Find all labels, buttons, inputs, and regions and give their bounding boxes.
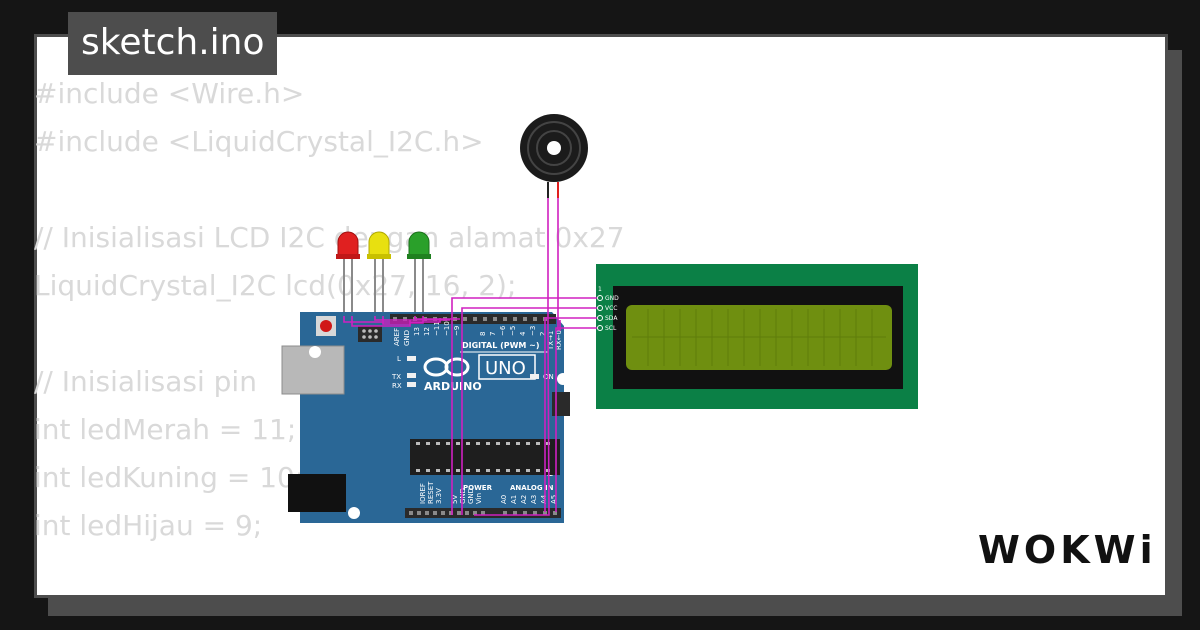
buzzer-hole bbox=[547, 141, 561, 155]
pin-label: ~3 bbox=[529, 326, 537, 336]
code-line: int ledKuning = 10; bbox=[34, 461, 305, 494]
lcd-pin bbox=[597, 315, 603, 321]
code-line: int ledHijau = 9; bbox=[34, 509, 263, 542]
lcd-pin-vcc-label: VCC bbox=[605, 305, 617, 312]
code-line: int ledMerah = 11; bbox=[34, 413, 297, 446]
pin-label: A4 bbox=[540, 494, 548, 504]
wire-buzzer-signal bbox=[557, 198, 561, 331]
pin-label: 3.3V bbox=[435, 488, 443, 504]
lcd-module: 1 GND VCC SDA SCL bbox=[596, 264, 918, 409]
pin-label: A2 bbox=[520, 495, 528, 504]
code-line: #include <LiquidCrystal_I2C.h> bbox=[34, 125, 484, 158]
power-jack bbox=[288, 474, 346, 512]
pin-label: AREF bbox=[393, 328, 401, 346]
pin-label: IOREF bbox=[419, 483, 427, 504]
icsp2-header bbox=[552, 392, 570, 416]
pin-label: ~5 bbox=[509, 326, 517, 336]
uno-label: UNO bbox=[485, 358, 526, 379]
code-line: #include <Wire.h> bbox=[34, 77, 305, 110]
led-red bbox=[336, 231, 360, 316]
mount-hole bbox=[557, 373, 569, 385]
icsp-header bbox=[358, 326, 382, 342]
lcd-pin-gnd-label: GND bbox=[605, 295, 619, 302]
buzzer bbox=[520, 114, 588, 198]
code-line: LiquidCrystal_I2C lcd(0x27, 16, 2); bbox=[34, 269, 517, 302]
wire-led-yellow-gnd bbox=[382, 316, 410, 325]
pin-label: 12 bbox=[423, 327, 431, 336]
lcd-pin bbox=[597, 295, 603, 301]
code-preview: #include <Wire.h> #include <LiquidCrysta… bbox=[34, 70, 625, 550]
digital-label: DIGITAL (PWM ~) bbox=[462, 341, 540, 350]
pin-label: ~6 bbox=[499, 325, 507, 336]
pin-label: ~11 bbox=[433, 321, 441, 336]
pin-label: ~9 bbox=[453, 326, 461, 336]
code-line: // Inisialisasi pin bbox=[34, 365, 257, 398]
pin-label: ~10 bbox=[443, 321, 451, 336]
wire-lcd-sda bbox=[544, 317, 597, 512]
wire-led-yellow bbox=[374, 316, 450, 321]
mount-hole bbox=[309, 346, 321, 358]
wokwi-logo: WOKWi bbox=[978, 528, 1157, 572]
led-green bbox=[407, 231, 431, 316]
pin-label: 5V bbox=[451, 495, 459, 504]
led-label: RX bbox=[392, 382, 402, 390]
wire-buzzer-gnd bbox=[474, 198, 550, 516]
analog-label: ANALOG IN bbox=[510, 484, 554, 492]
pin-label: GND bbox=[403, 330, 411, 346]
pin-label: 13 bbox=[413, 327, 421, 336]
buzzer-ring bbox=[527, 121, 581, 175]
pin-label: RX←0 bbox=[555, 330, 563, 350]
bottom-header-pins bbox=[409, 511, 557, 515]
led-yellow bbox=[367, 231, 391, 316]
pin-label: TX→1 bbox=[547, 331, 555, 351]
pin-label: RESET bbox=[427, 481, 435, 504]
pin-label: GND bbox=[459, 488, 467, 504]
status-led bbox=[407, 356, 416, 361]
status-led bbox=[407, 373, 416, 378]
wire-led-green-gnd bbox=[410, 316, 424, 324]
arduino-wordmark: ARDUINO bbox=[424, 380, 482, 393]
status-led bbox=[530, 374, 539, 379]
lcd-character-grid bbox=[632, 309, 886, 366]
power-pin-labels: IOREF RESET 3.3V 5V GND GND Vin bbox=[419, 481, 483, 504]
arduino-uno-board: AREF GND 13 12 ~11 ~10 ~9 8 7 ~6 ~5 4 ~3… bbox=[281, 312, 570, 523]
digital-pin-labels: AREF GND 13 12 ~11 ~10 ~9 8 7 ~6 ~5 4 ~3… bbox=[393, 321, 563, 351]
mount-hole bbox=[348, 507, 360, 519]
pin-label: 4 bbox=[519, 331, 527, 336]
sketch-filename-tab: sketch.ino bbox=[68, 12, 278, 75]
wire-lcd-scl bbox=[555, 327, 597, 512]
lcd-pin-one-label: 1 bbox=[598, 286, 602, 293]
wire-led-green bbox=[414, 316, 460, 320]
pin-label: A3 bbox=[530, 495, 538, 504]
pin-label: 2 bbox=[539, 332, 547, 336]
pin-label: A1 bbox=[510, 495, 518, 504]
power-label: POWER bbox=[463, 484, 493, 492]
buzzer-ring bbox=[536, 130, 572, 166]
pin-label: 8 bbox=[479, 332, 487, 336]
atmega-chip bbox=[410, 439, 560, 475]
uno-badge bbox=[478, 354, 536, 380]
lcd-pin bbox=[597, 305, 603, 311]
arduino-logo: ARDUINO bbox=[423, 357, 482, 393]
lcd-pin bbox=[597, 325, 603, 331]
reset-button bbox=[320, 320, 332, 332]
status-led bbox=[407, 382, 416, 387]
pin-label: A0 bbox=[500, 495, 508, 504]
wire-lcd-vcc bbox=[461, 307, 597, 515]
led-label: L bbox=[397, 355, 401, 363]
chip-pins bbox=[416, 442, 550, 472]
pin-label: GND bbox=[467, 488, 475, 504]
pin-label: Vin bbox=[475, 493, 483, 504]
wire-lcd-gnd bbox=[451, 297, 597, 515]
pin-label: A5 bbox=[550, 495, 558, 504]
led-label: TX bbox=[391, 373, 401, 381]
wires bbox=[343, 198, 597, 516]
pin-label: 7 bbox=[489, 332, 497, 336]
analog-pin-labels: A0 A1 A2 A3 A4 A5 bbox=[500, 494, 558, 504]
lcd-pin-sda-label: SDA bbox=[605, 315, 618, 322]
lcd-pin-scl-label: SCL bbox=[605, 325, 617, 332]
